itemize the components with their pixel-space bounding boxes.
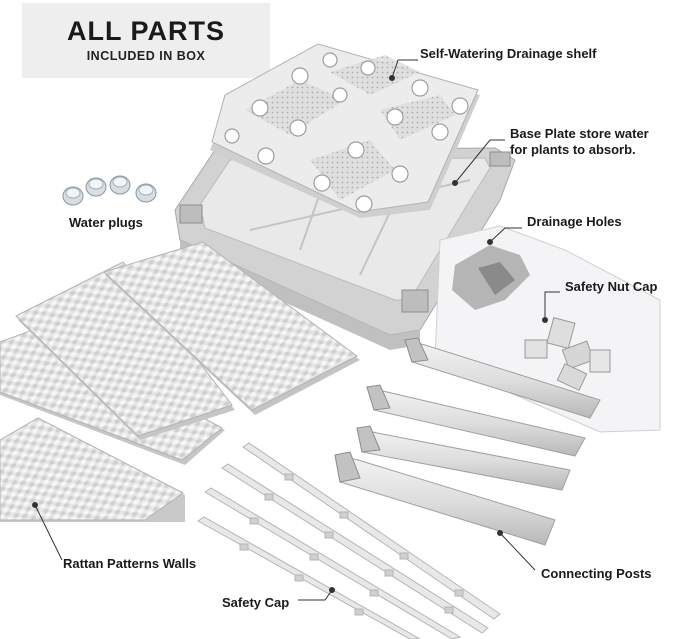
header-subtitle: INCLUDED IN BOX (86, 49, 206, 63)
leader-lines (32, 59, 560, 601)
drainage-shelf (210, 43, 480, 218)
header-title: ALL PARTS (66, 16, 225, 46)
label-safety-nut-cap: Safety Nut Cap (565, 279, 658, 294)
rattan-walls (0, 241, 360, 522)
safety-cap-strips (197, 442, 501, 639)
header-banner: ALL PARTS INCLUDED IN BOX (22, 3, 270, 78)
water-plugs (62, 175, 157, 206)
label-drainage-shelf: Self-Watering Drainage shelf (420, 46, 597, 61)
label-drainage-holes: Drainage Holes (527, 214, 622, 229)
label-connecting-posts: Connecting Posts (541, 566, 652, 581)
label-base-plate-line2: for plants to absorb. (510, 142, 636, 157)
label-base-plate-line1: Base Plate store water (510, 126, 649, 141)
label-safety-cap: Safety Cap (222, 595, 290, 610)
label-rattan-walls: Rattan Patterns Walls (63, 556, 197, 571)
safety-nut-caps (524, 316, 611, 391)
connecting-posts (334, 337, 601, 546)
label-water-plugs: Water plugs (69, 215, 143, 230)
